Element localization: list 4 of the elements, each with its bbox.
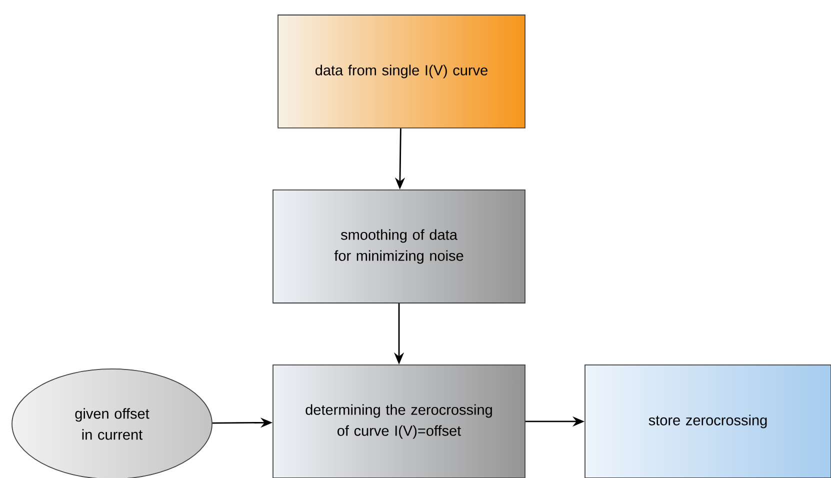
process-box: determining the zerocrossing of curve I(V)=offset (272, 364, 526, 478)
process-box: smoothing of data for minimizing noise (272, 190, 526, 304)
process-box: data from single I(V) curve (278, 14, 526, 128)
output-box: store zerocrossing (584, 364, 831, 478)
